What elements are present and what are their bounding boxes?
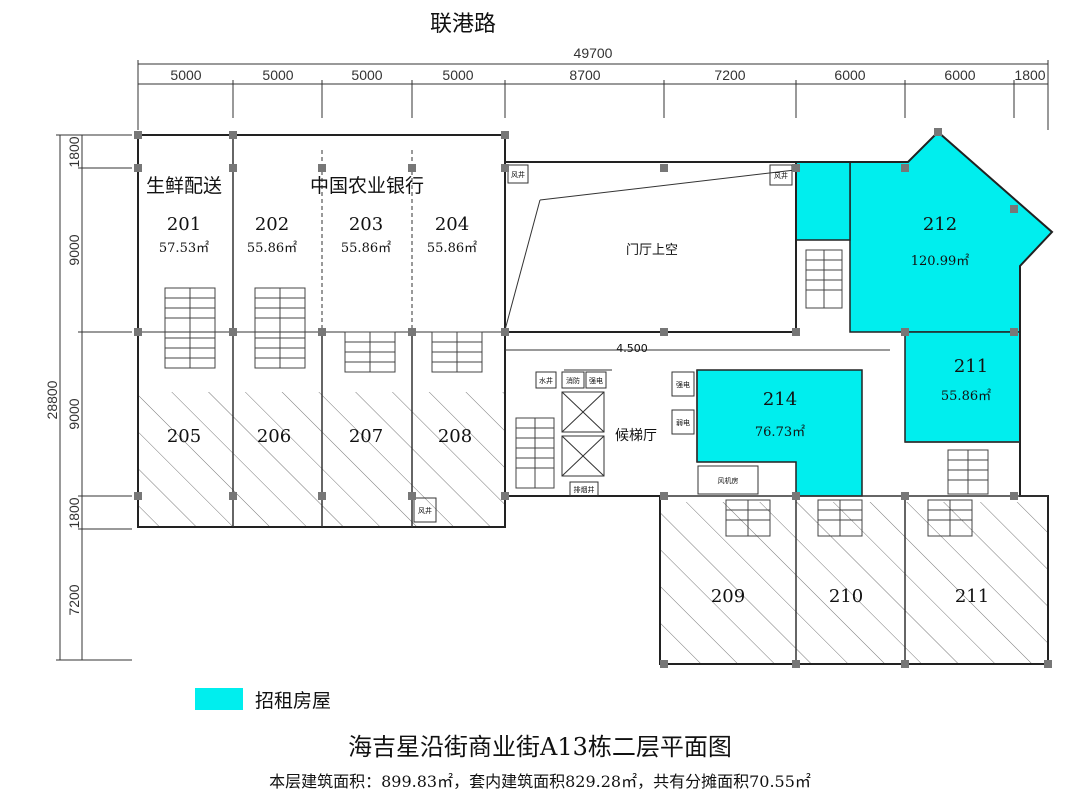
unit-203-no: 203	[349, 214, 383, 235]
dim-left-5: 7200	[66, 584, 82, 615]
unit-214-no: 214	[763, 389, 797, 410]
plan-subtitle: 本层建筑面积：899.83㎡，套内建筑面积829.28㎡，共有分摊面积70.55…	[269, 772, 811, 791]
strong-current-label-2: 强电	[589, 376, 603, 385]
legend-label: 招租房屋	[255, 690, 332, 712]
fan-room-label: 风机房	[718, 476, 739, 485]
dim-top-total: 49700	[574, 45, 613, 61]
dimension-text: 49700 5000 5000 5000 5000 8700 7200 6000…	[44, 45, 1046, 616]
waiting-hall-label: 候梯厅	[615, 428, 657, 444]
dim-top-2: 5000	[262, 67, 293, 83]
dim-left-2: 9000	[66, 234, 82, 265]
unit-212-no: 212	[923, 214, 957, 235]
elevators	[561, 391, 605, 477]
unit-211-upper-area: 55.86㎡	[941, 389, 991, 404]
unit-207-no: 207	[349, 426, 383, 447]
columns	[134, 128, 1052, 668]
unit-204-no: 204	[435, 214, 469, 235]
tenant-fresh-delivery: 生鲜配送	[146, 175, 222, 197]
air-shaft-label-3: 风井	[418, 506, 432, 515]
road-name: 联港路	[430, 12, 497, 37]
service-rooms	[413, 164, 793, 523]
unit-211-upper-area	[904, 331, 1021, 443]
unit-202-area: 55.86㎡	[247, 241, 297, 256]
dim-top-1: 5000	[170, 67, 201, 83]
staircases	[164, 249, 989, 537]
dim-top-8: 6000	[944, 67, 975, 83]
plan-title: 海吉星沿街商业街A13栋二层平面图	[348, 733, 732, 761]
strong-current-label: 强电	[676, 380, 690, 389]
dim-top-6: 7200	[714, 67, 745, 83]
unit-214-area: 76.73㎡	[755, 425, 805, 440]
dim-top-9: 1800	[1014, 67, 1045, 83]
unit-201-area: 57.53㎡	[159, 241, 209, 256]
dim-left-4: 1800	[66, 497, 82, 528]
unit-211-lower-no: 211	[955, 586, 989, 607]
unit-202-no: 202	[255, 214, 289, 235]
dim-left-3: 9000	[66, 398, 82, 429]
unit-211-upper-no: 211	[954, 356, 988, 377]
smoke-exhaust-label: 排烟井	[574, 485, 595, 494]
space-labels: 门厅上空 候梯厅 4.500 风机房 排烟井 风井 风井 风井 强电 弱电 水井…	[418, 170, 788, 515]
dim-left-1: 1800	[66, 136, 82, 167]
air-shaft-label-1: 风井	[511, 170, 525, 179]
air-shaft-label-2: 风井	[774, 171, 788, 180]
unit-204-area: 55.86㎡	[427, 241, 477, 256]
left-dimension-lines	[56, 134, 132, 661]
legend-swatch	[195, 688, 243, 710]
dim-top-5: 8700	[569, 67, 600, 83]
fire-label: 消防	[566, 376, 580, 385]
dim-top-4: 5000	[442, 67, 473, 83]
interior-walls	[138, 135, 1048, 664]
dim-top-7: 6000	[834, 67, 865, 83]
top-dimension-lines	[137, 60, 1049, 130]
dim-top-3: 5000	[351, 67, 382, 83]
water-well-label: 水井	[539, 376, 553, 385]
unit-209-no: 209	[711, 586, 745, 607]
unit-203-area: 55.86㎡	[341, 241, 391, 256]
unit-208-no: 208	[438, 426, 472, 447]
unit-205-no: 205	[167, 426, 201, 447]
tenant-agri-bank: 中国农业银行	[310, 175, 424, 197]
hatched-zones	[138, 392, 1048, 664]
unit-labels: 生鲜配送 中国农业银行 201 57.53㎡ 202 55.86㎡ 203 55…	[146, 175, 991, 607]
lobby-void-label: 门厅上空	[626, 243, 678, 258]
dim-left-total: 28800	[44, 380, 60, 419]
unit-212-area: 120.99㎡	[911, 254, 970, 269]
elevation-mark: 4.500	[616, 342, 648, 355]
unit-206-no: 206	[257, 426, 291, 447]
rental-areas	[696, 130, 1054, 497]
unit-210-no: 210	[829, 586, 863, 607]
unit-201-no: 201	[167, 214, 201, 235]
weak-current-label: 弱电	[676, 418, 690, 427]
unit-212-wc	[795, 161, 851, 241]
